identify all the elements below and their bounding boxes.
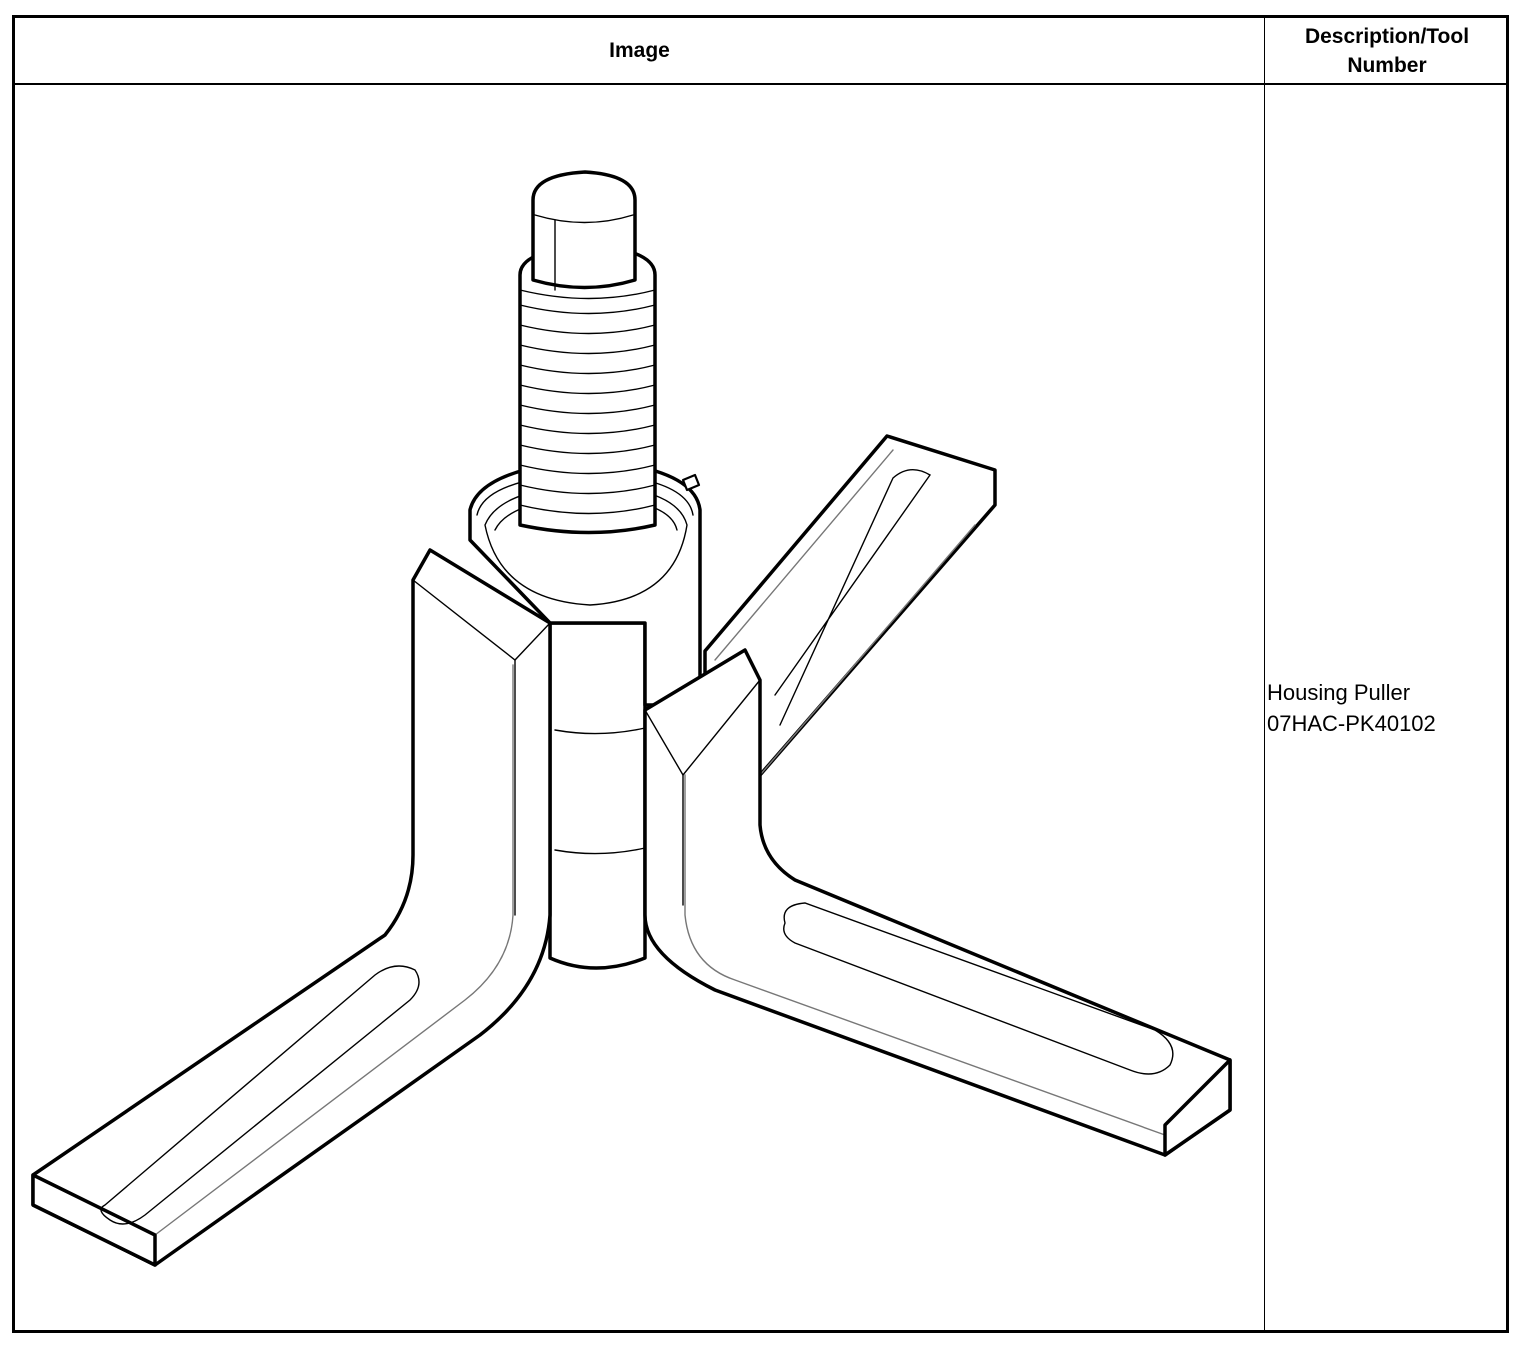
description-cell: Housing Puller 07HAC-PK40102 xyxy=(1267,85,1507,1330)
left-arm xyxy=(31,548,552,1267)
special-tool-table: Image Description/Tool Number xyxy=(12,15,1509,1333)
header-description-tool-number: Description/Tool Number xyxy=(1304,24,1470,77)
column-divider xyxy=(1264,18,1265,1330)
table-header-row xyxy=(15,18,1506,85)
tool-image-cell xyxy=(15,85,1264,1330)
tool-description: Housing Puller xyxy=(1267,679,1411,705)
front-right-arm xyxy=(643,648,1232,1157)
housing-puller-illustration xyxy=(31,170,1232,1267)
tool-number: 07HAC-PK40102 xyxy=(1267,710,1436,736)
threaded-screw xyxy=(518,170,657,535)
header-image: Image xyxy=(609,39,670,62)
